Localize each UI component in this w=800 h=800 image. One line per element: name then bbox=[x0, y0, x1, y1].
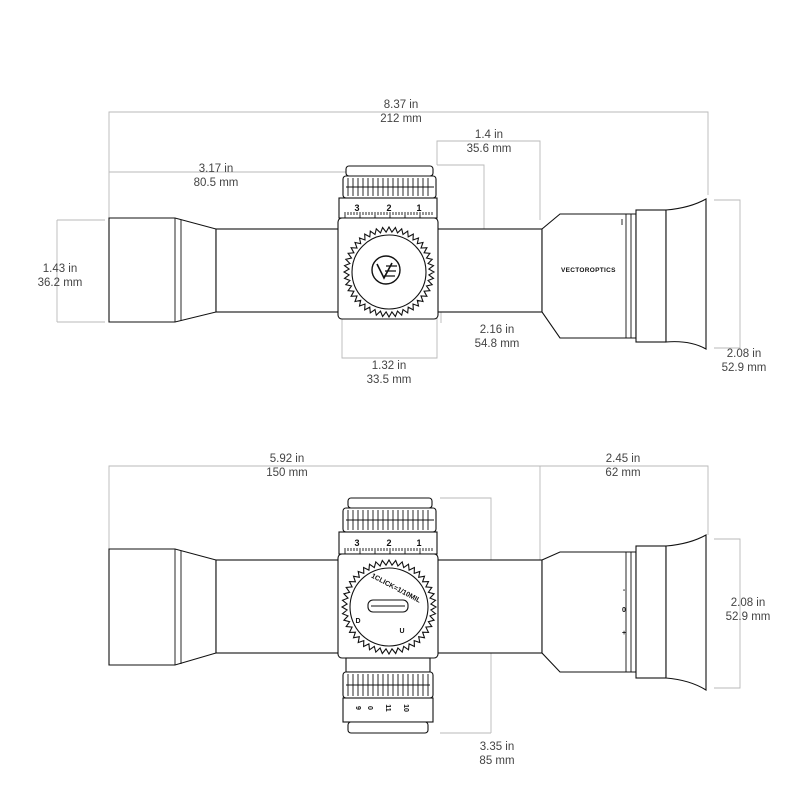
side-view: - 0 + 3 2 1 1CLICK=1/10MIL D U bbox=[108, 453, 771, 767]
windage-cap bbox=[351, 234, 427, 310]
top-eyepiece: VECTOROPTICS bbox=[541, 198, 707, 350]
side-eyepiece-ring bbox=[635, 545, 667, 679]
bottom-knurl-lines bbox=[346, 674, 430, 696]
side-bottom-turret: 9 0 11 10 bbox=[342, 657, 434, 734]
top-elevation-turret: 3 2 1 bbox=[337, 165, 439, 320]
side-turret-knurl-lines bbox=[346, 510, 434, 530]
turret-width-mm: 33.5 mm bbox=[367, 374, 412, 386]
knob-letter-d: D bbox=[355, 618, 360, 625]
turret-height-in: 2.16 in bbox=[480, 324, 515, 336]
side-objective-to-turret-in: 5.92 in bbox=[270, 453, 305, 465]
eyepiece-diameter-in: 2.08 in bbox=[727, 348, 762, 360]
objective-to-turret-mm: 80.5 mm bbox=[194, 177, 239, 189]
dial-number-3: 3 bbox=[354, 203, 359, 213]
eyepiece-diameter-line bbox=[714, 199, 741, 349]
bottom-turret-cap bbox=[347, 721, 429, 734]
objective-to-turret-in: 3.17 in bbox=[199, 163, 234, 175]
knob-letter-u: U bbox=[399, 628, 404, 635]
side-eyepiece-length-mm: 62 mm bbox=[605, 467, 640, 479]
objective-to-turret-line bbox=[109, 171, 381, 185]
eyepiece-ring bbox=[635, 209, 667, 343]
overall-length-mm: 212 mm bbox=[380, 113, 422, 125]
turret-to-ocular-mm: 35.6 mm bbox=[467, 143, 512, 155]
vector-logo-icon bbox=[371, 255, 401, 285]
overall-length-line bbox=[108, 111, 709, 218]
top-dimension-lines bbox=[56, 111, 741, 359]
turret-width-line bbox=[341, 318, 438, 359]
diopter-plus: - bbox=[623, 587, 626, 594]
total-height-top-line bbox=[440, 497, 492, 733]
dial-ticks bbox=[344, 212, 433, 218]
eyepiece-diameter-mm: 52.9 mm bbox=[722, 362, 767, 374]
bottom-dial-9: 9 bbox=[354, 706, 361, 710]
side-eyepiece-diameter-mm: 52.9 mm bbox=[726, 611, 771, 623]
turret-to-ocular-line bbox=[436, 140, 541, 220]
side-dial-number-1: 1 bbox=[416, 538, 421, 548]
side-elevation-turret: 3 2 1 1CLICK=1/10MIL D U bbox=[337, 497, 439, 659]
side-overall-line bbox=[108, 465, 709, 549]
bottom-turret-neck bbox=[345, 657, 431, 673]
objective-bell bbox=[108, 217, 217, 323]
overall-length-in: 8.37 in bbox=[384, 99, 419, 111]
eyecup bbox=[665, 198, 707, 350]
side-dial-number-2: 2 bbox=[386, 538, 391, 548]
bottom-dial-11: 11 bbox=[384, 704, 391, 712]
side-turret-cap bbox=[347, 497, 433, 509]
bottom-dial-10: 10 bbox=[402, 704, 409, 712]
turret-to-ocular-in: 1.4 in bbox=[475, 129, 503, 141]
turret-height-mm: 54.8 mm bbox=[475, 338, 520, 350]
side-objective-to-turret-mm: 150 mm bbox=[266, 467, 308, 479]
objective-diameter-mm: 36.2 mm bbox=[38, 277, 83, 289]
diopter-zero: 0 bbox=[622, 607, 626, 614]
side-eyepiece-diameter-line bbox=[714, 538, 741, 689]
top-view: VECTOROPTICS 3 2 1 8.37 in 212 mm 3.17 bbox=[38, 99, 767, 386]
side-objective bbox=[108, 548, 217, 666]
total-height-in: 3.35 in bbox=[480, 741, 515, 753]
side-eyepiece: - 0 + bbox=[541, 534, 707, 691]
objective-diameter-in: 1.43 in bbox=[43, 263, 78, 275]
side-eyepiece-diameter-in: 2.08 in bbox=[731, 597, 766, 609]
dial-number-1: 1 bbox=[416, 203, 421, 213]
brand-text: VECTOROPTICS bbox=[561, 267, 616, 274]
side-eyepiece-length-in: 2.45 in bbox=[606, 453, 641, 465]
turret-cap bbox=[345, 165, 434, 177]
turret-height-line bbox=[440, 311, 484, 323]
turret-width-in: 1.32 in bbox=[372, 360, 407, 372]
bottom-dial-0: 0 bbox=[366, 706, 373, 710]
turret-knurl-lines bbox=[346, 178, 434, 196]
total-height-mm: 85 mm bbox=[479, 755, 514, 767]
side-dial-ticks bbox=[344, 548, 433, 554]
side-objective-bell bbox=[108, 548, 217, 666]
side-eyecup bbox=[665, 534, 707, 691]
side-dimension-lines bbox=[108, 465, 741, 734]
side-dial-number-3: 3 bbox=[354, 538, 359, 548]
eyepiece-body bbox=[541, 213, 637, 339]
top-objective bbox=[108, 217, 217, 323]
dial-number-2: 2 bbox=[386, 203, 391, 213]
diopter-minus: + bbox=[622, 630, 626, 637]
